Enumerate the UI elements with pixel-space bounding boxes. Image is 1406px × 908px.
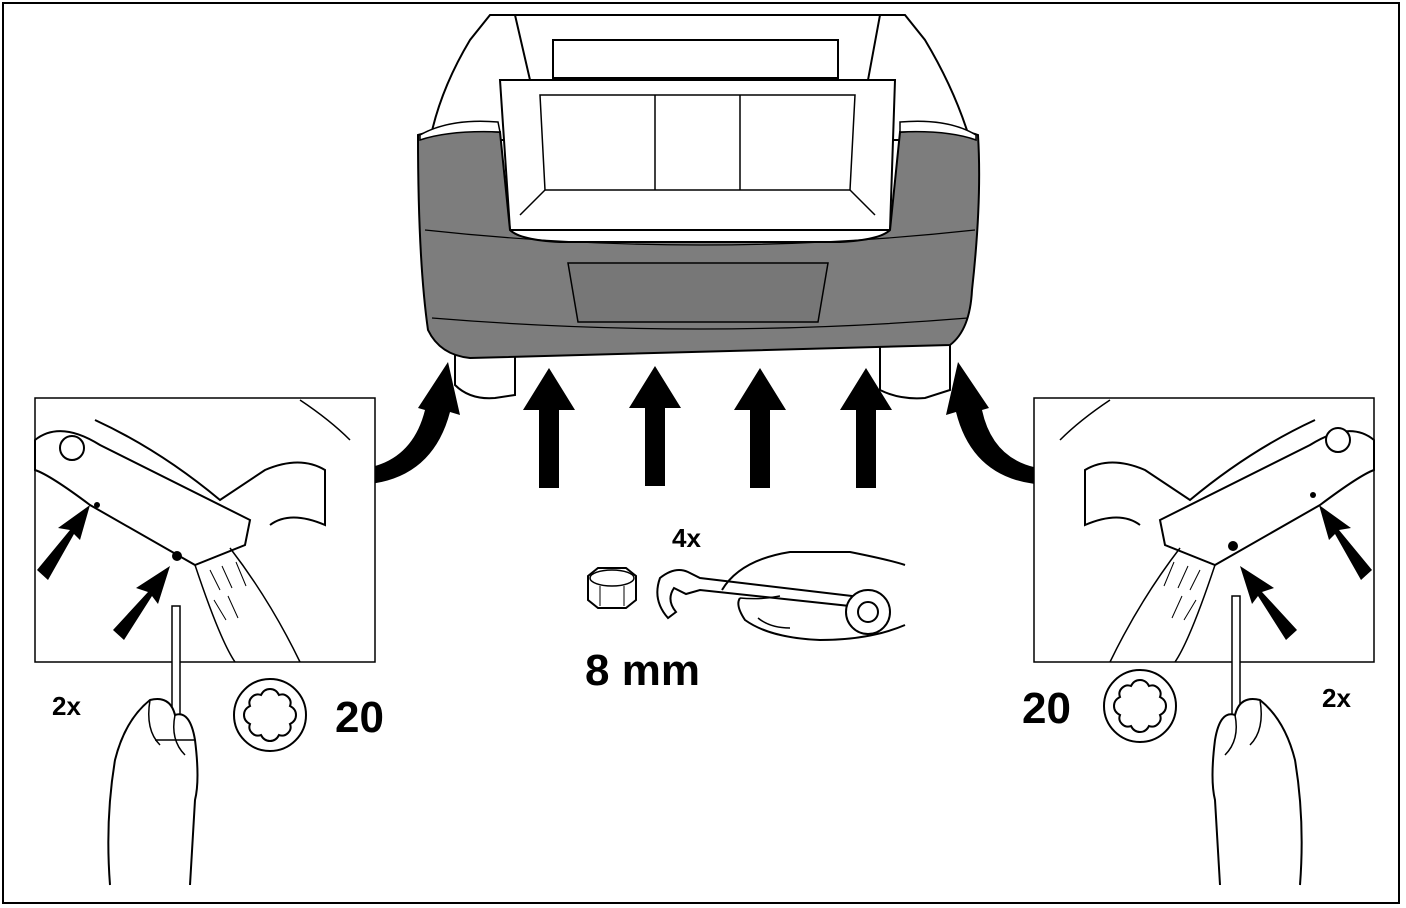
wrench-size-label: 8 mm: [585, 646, 700, 695]
torx-icon: [233, 678, 307, 752]
left-count-label: 2x: [52, 691, 81, 721]
center-count-label: 4x: [672, 523, 701, 553]
center-wrench-group: [587, 551, 906, 642]
left-detail-inset: [34, 397, 376, 663]
right-curved-arrow-icon: [946, 362, 1060, 486]
up-arrow-icon: [734, 368, 786, 488]
left-torx-size-label: 20: [335, 693, 384, 742]
hex-nut-icon: [587, 567, 637, 609]
arrow-icon: [1319, 505, 1372, 580]
right-count-label: 2x: [1322, 683, 1351, 713]
right-detail-inset: [1033, 397, 1375, 663]
combination-wrench-icon: [656, 569, 891, 635]
push-arrows: [523, 366, 892, 488]
right-screwdriver-hand: [1211, 595, 1303, 886]
car-rear: [416, 14, 981, 400]
torx-icon: [1103, 669, 1177, 743]
left-curved-arrow-icon: [345, 362, 460, 486]
arrow-icon: [1240, 566, 1297, 640]
arrow-icon: [37, 505, 90, 580]
arrow-icon: [113, 566, 170, 640]
left-screwdriver-hand: [107, 605, 199, 886]
up-arrow-icon: [629, 366, 681, 486]
up-arrow-icon: [523, 368, 575, 488]
right-torx-size-label: 20: [1022, 684, 1071, 733]
